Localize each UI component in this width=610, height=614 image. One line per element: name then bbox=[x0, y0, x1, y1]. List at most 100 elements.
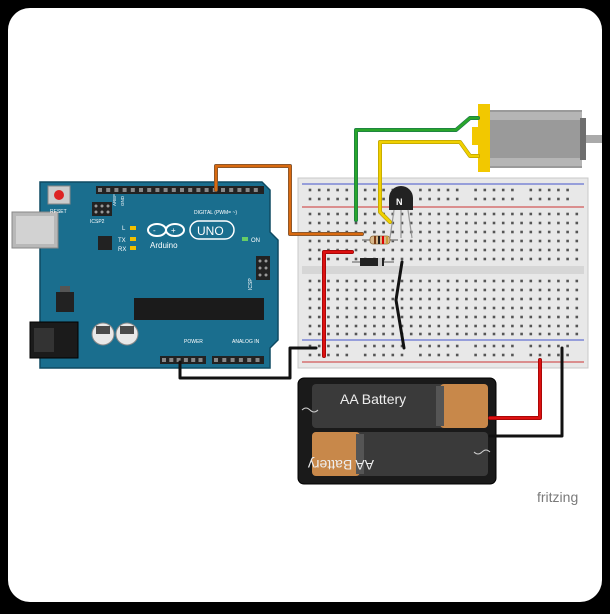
breadboard-hole bbox=[327, 279, 330, 283]
motor-highlight-bottom bbox=[486, 158, 582, 166]
digital-pin bbox=[155, 188, 160, 192]
breadboard-hole bbox=[538, 248, 542, 252]
breadboard-hole bbox=[317, 212, 321, 216]
wires bbox=[178, 116, 564, 438]
breadboard-hole bbox=[317, 288, 321, 292]
breadboard-hole bbox=[363, 221, 367, 225]
breadboard-hole bbox=[308, 239, 312, 243]
breadboard-hole bbox=[474, 197, 477, 201]
breadboard-hole bbox=[538, 344, 542, 348]
breadboard-hole bbox=[363, 353, 367, 357]
breadboard-hole bbox=[308, 297, 312, 301]
digital-pin bbox=[147, 188, 152, 192]
motor-endcap bbox=[580, 118, 586, 160]
breadboard-hole bbox=[446, 332, 450, 336]
breadboard-hole bbox=[391, 297, 395, 301]
breadboard-hole bbox=[354, 332, 358, 336]
breadboard-hole bbox=[538, 197, 542, 201]
breadboard-hole bbox=[308, 221, 312, 225]
breadboard-hole bbox=[373, 324, 376, 328]
breadboard-hole bbox=[483, 332, 487, 336]
breadboard-hole bbox=[575, 279, 579, 283]
breadboard-hole bbox=[419, 288, 422, 292]
breadboard-hole bbox=[557, 306, 560, 310]
breadboard-hole bbox=[382, 344, 385, 348]
analog-pin-header bbox=[212, 356, 264, 364]
breadboard-hole bbox=[483, 239, 487, 243]
breadboard-hole bbox=[557, 297, 560, 301]
breadboard-hole bbox=[345, 221, 349, 225]
breadboard-hole bbox=[391, 248, 395, 252]
digital-pin bbox=[106, 188, 111, 192]
breadboard-hole bbox=[483, 306, 487, 310]
svg-text:+: + bbox=[171, 226, 176, 235]
breadboard-hole bbox=[345, 239, 349, 243]
breadboard-hole bbox=[520, 288, 523, 292]
battery-cell-top-band bbox=[436, 386, 444, 426]
breadboard-hole bbox=[308, 324, 312, 328]
breadboard-hole bbox=[474, 353, 477, 357]
breadboard-hole bbox=[501, 344, 505, 348]
breadboard-hole bbox=[492, 297, 496, 301]
breadboard-hole bbox=[336, 239, 339, 243]
breadboard-hole bbox=[511, 344, 514, 348]
breadboard-hole bbox=[455, 248, 459, 252]
capacitor-2-mark bbox=[120, 326, 134, 334]
breadboard-hole bbox=[455, 297, 459, 301]
breadboard-hole bbox=[391, 279, 395, 283]
power-label: POWER bbox=[184, 339, 203, 345]
breadboard-hole bbox=[400, 288, 404, 292]
digital-label: DIGITAL (PWM= ~) bbox=[194, 210, 237, 216]
breadboard-hole bbox=[492, 257, 496, 261]
breadboard-hole bbox=[419, 353, 422, 357]
breadboard-hole bbox=[317, 248, 321, 252]
breadboard-hole bbox=[363, 324, 367, 328]
breadboard-hole bbox=[382, 297, 385, 301]
breadboard-hole bbox=[419, 279, 422, 283]
breadboard-hole bbox=[308, 279, 312, 283]
breadboard-hole bbox=[446, 344, 450, 348]
breadboard-hole bbox=[474, 288, 477, 292]
breadboard-hole bbox=[336, 315, 339, 319]
breadboard-hole bbox=[382, 288, 385, 292]
breadboard-hole bbox=[419, 257, 422, 261]
digital-pin bbox=[221, 188, 225, 192]
breadboard-hole bbox=[336, 297, 339, 301]
breadboard-hole bbox=[345, 288, 349, 292]
breadboard-hole bbox=[520, 279, 523, 283]
reset-button-cap[interactable] bbox=[54, 190, 64, 200]
breadboard-hole bbox=[511, 288, 514, 292]
breadboard-hole bbox=[492, 353, 496, 357]
breadboard-hole bbox=[538, 212, 542, 216]
digital-pin bbox=[139, 188, 143, 192]
breadboard-hole bbox=[345, 324, 349, 328]
aref-label: AREF bbox=[112, 194, 117, 206]
breadboard-hole bbox=[520, 257, 523, 261]
breadboard-hole bbox=[327, 315, 330, 319]
breadboard-hole bbox=[409, 239, 413, 243]
breadboard-hole bbox=[391, 221, 395, 225]
uno-badge bbox=[189, 220, 235, 240]
breadboard-hole bbox=[483, 212, 487, 216]
breadboard-hole bbox=[354, 306, 358, 310]
breadboard-hole bbox=[566, 197, 569, 201]
breadboard-hole bbox=[382, 324, 385, 328]
breadboard-hole bbox=[529, 188, 533, 192]
breadboard-hole bbox=[465, 239, 468, 243]
breadboard-hole bbox=[409, 212, 413, 216]
breadboard-hole bbox=[566, 221, 569, 225]
breadboard-hole bbox=[529, 353, 533, 357]
breadboard-hole bbox=[409, 306, 413, 310]
breadboard-hole bbox=[575, 332, 579, 336]
breadboard-hole bbox=[566, 306, 569, 310]
digital-pin bbox=[98, 188, 102, 192]
breadboard-hole bbox=[419, 248, 422, 252]
tx-led bbox=[130, 237, 136, 241]
l-led bbox=[130, 226, 136, 230]
breadboard-hole bbox=[575, 239, 579, 243]
breadboard-hole bbox=[317, 197, 321, 201]
breadboard-hole bbox=[538, 288, 542, 292]
breadboard-hole bbox=[511, 353, 514, 357]
breadboard-hole bbox=[455, 324, 459, 328]
breadboard-hole bbox=[308, 306, 312, 310]
